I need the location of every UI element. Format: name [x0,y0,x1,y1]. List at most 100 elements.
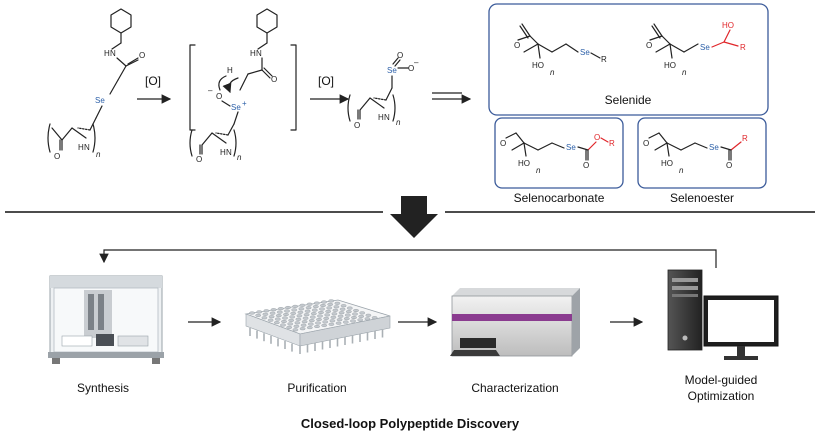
plate-well [305,306,312,310]
atom-n-backbone-3: N [384,113,390,122]
atom-o-double: O [397,51,403,60]
atom-o-backbone-3: O [354,121,360,130]
plate-well [359,311,366,315]
selenide-label: Selenide [605,93,652,107]
plate-well [304,309,311,313]
plate-well [281,320,287,324]
plate-well [274,317,281,321]
step-model-guided: Model-guided [685,373,758,387]
structure-seleninate: Se O O – O H N n [347,51,419,130]
plate-well [249,311,255,315]
plate-well [325,309,332,313]
atom-se-2: Se [231,103,241,112]
atom-o-minus: O [216,92,222,101]
atom-nh: H [104,49,110,58]
plate-well [289,315,296,319]
r-selenide-a: R [601,55,607,64]
plate-well [352,312,358,316]
plate-well [306,302,313,306]
charge-minus-3: – [414,58,419,67]
step-synthesis: Synthesis [77,381,129,395]
plate-well [286,325,293,329]
synthesizer-illustration [48,275,164,364]
atom-n-amide: N [110,49,116,58]
plate-well [282,316,288,320]
plate-well [300,323,307,327]
plate-well [310,312,317,316]
plate-well [343,317,350,321]
plate-well [275,314,282,318]
plate-well [326,306,333,310]
plate-well [299,303,306,307]
oxidant-label-2: [O] [318,74,334,88]
plate-well [324,313,331,317]
bracket-right [290,44,297,131]
atom-se-selenide-a: Se [580,48,590,57]
structure-intermediate: H N O H O – Se + O H N n [189,8,297,164]
big-down-arrow [390,196,438,238]
plate-well [319,307,325,311]
repeat-n-1: n [96,150,101,159]
plate-well [311,308,318,312]
repeat-n-ester: n [679,166,684,175]
atom-hn-sel-a: HO [532,61,544,70]
repeat-n-3: n [396,118,401,127]
plate-well [295,317,302,321]
plate-well [306,326,313,330]
plate-well [307,322,314,326]
plate-well [262,312,269,316]
plate-well [333,305,340,309]
plate-well [277,307,284,311]
r-ester: R [742,134,748,143]
plate-well [293,324,300,328]
atom-o-amide-2: O [271,75,277,84]
atom-n-amide-2: N [256,49,262,58]
plate-well [308,319,315,323]
repeat-n-sel-a: n [550,68,555,77]
atom-ho-selenide-b: HO [722,21,734,30]
atom-o-backbone-1: O [54,152,60,161]
plate-well [340,304,347,308]
plate-well [317,314,323,318]
plate-well [267,318,274,322]
plate-well [268,315,275,319]
atom-o-backbone-2: O [196,155,202,164]
structure-starting-polymer: H N O Se O H N n [47,8,145,161]
plate-well [296,314,303,318]
plate-well [318,311,324,315]
plate-well [256,310,263,314]
plate-well [280,323,286,327]
plate-well [299,327,306,331]
plate-well [338,311,345,315]
atom-o-carbonate-keto: O [583,161,589,170]
selenide-box: Se R O HO n Se HO R O HO n Selenide [488,3,769,116]
step-purification: Purification [287,381,346,395]
atom-o-sel-a: O [514,41,520,50]
plate-well [332,308,339,312]
plate-well [290,311,297,315]
band-stripe [452,314,572,321]
atom-o-sel-b: O [646,41,652,50]
atom-hn-ester: HO [661,159,673,168]
atom-nh-backbone-2: H [220,148,226,157]
plate-well [344,313,351,317]
plate-well [345,310,352,314]
charge-plus-se: + [242,99,247,108]
plate-well [328,322,335,326]
instrument-illustration [450,288,580,357]
plate-well [350,319,356,323]
plate-well [270,308,277,312]
plate-well [294,321,301,325]
plate-well [313,301,320,305]
plate-well [334,301,341,305]
plate-well [335,321,342,325]
atom-o-anion: O [408,64,414,73]
workflow-title: Closed-loop Polypeptide Discovery [301,416,520,431]
plate-well [329,319,336,323]
plate-well [357,318,364,322]
plate-well [303,313,310,317]
atom-o-ester-keto: O [726,161,732,170]
atom-n-backbone-1b: N [84,143,90,152]
plate-well [312,305,319,309]
